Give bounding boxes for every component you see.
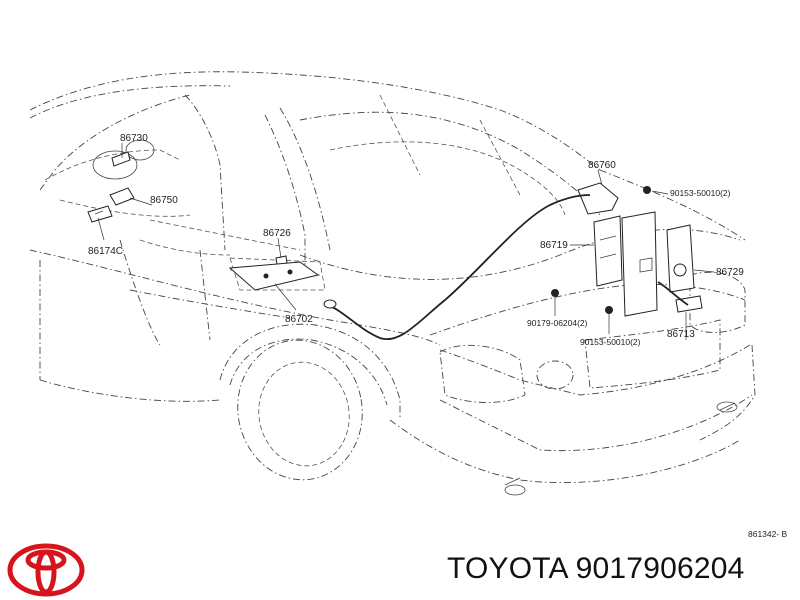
callout-86760: 86760	[588, 160, 616, 171]
part-86760	[577, 182, 619, 215]
callout-90179: 90179-06204(2)	[527, 318, 588, 328]
callout-labels: 86730 86750 86174C 86726 86702 86760 901…	[88, 133, 788, 539]
callout-90153-top: 90153-50010(2)	[670, 188, 731, 198]
toyota-logo	[7, 543, 85, 597]
callout-86750: 86750	[150, 195, 178, 206]
antenna-cable	[327, 194, 591, 341]
callout-86702: 86702	[285, 314, 313, 325]
callout-86729: 86729	[716, 267, 744, 278]
part-86730	[111, 151, 131, 167]
part-86750	[109, 187, 135, 206]
leader-lines	[97, 143, 715, 340]
part-86174C	[87, 205, 113, 223]
callout-86730: 86730	[120, 133, 148, 144]
car-body-outline	[29, 71, 756, 496]
callout-90153-bottom: 90153-50010(2)	[580, 337, 641, 347]
part-86719	[593, 215, 623, 287]
callout-86726: 86726	[263, 228, 291, 239]
part-86729	[666, 224, 695, 293]
callout-86719: 86719	[540, 240, 568, 251]
bolt-icon	[605, 306, 613, 314]
connector-icon	[323, 299, 337, 309]
bolt-icon	[643, 186, 651, 194]
callout-86713: 86713	[667, 329, 695, 340]
part-86702	[228, 261, 320, 291]
figure-code: 861342- B	[748, 529, 788, 539]
callout-86174C: 86174C	[88, 246, 123, 257]
product-caption: TOYOTA 9017906204	[447, 552, 745, 585]
nut-icon	[551, 289, 559, 297]
antenna-parts	[87, 151, 703, 341]
